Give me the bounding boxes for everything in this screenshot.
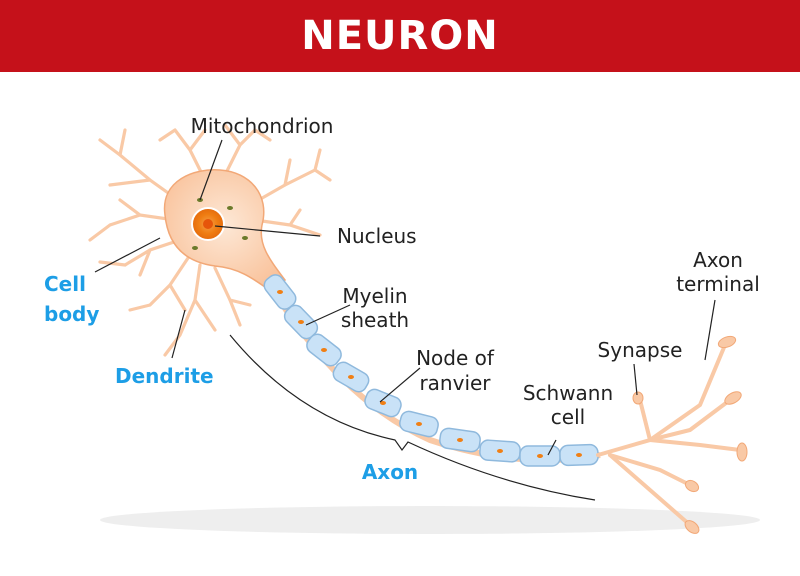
schwann-nuclei [277,290,582,458]
label-cell-body-line2: body [44,302,99,326]
dendrites [88,123,332,357]
label-synapse: Synapse [598,338,683,362]
floor-shadow [100,506,760,534]
axon-bracket [229,334,596,501]
label-axon-terminal-line2: terminal [676,272,760,296]
label-mitochondrion: Mitochondrion [191,114,334,138]
label-node-line1: Node of [416,346,495,370]
axon-terminals [596,343,742,527]
page-title: NEURON [301,13,499,59]
label-nucleus: Nucleus [337,224,417,248]
pointer-lines [94,139,716,456]
label-myelin-line2: sheath [341,308,409,332]
label-node-line2: ranvier [419,371,491,395]
label-cell-body-line1: Cell [44,272,86,296]
label-axon: Axon [362,460,418,484]
nucleus [191,207,225,241]
label-schwann-line2: cell [551,405,585,429]
mitochondria [192,198,248,250]
title-banner: NEURON [0,0,800,72]
label-schwann-line1: Schwann [523,381,613,405]
label-axon-terminal-line1: Axon [693,248,743,272]
label-myelin-line1: Myelin [342,284,407,308]
synaptic-bulbs [632,335,748,534]
label-dendrite: Dendrite [115,364,214,388]
